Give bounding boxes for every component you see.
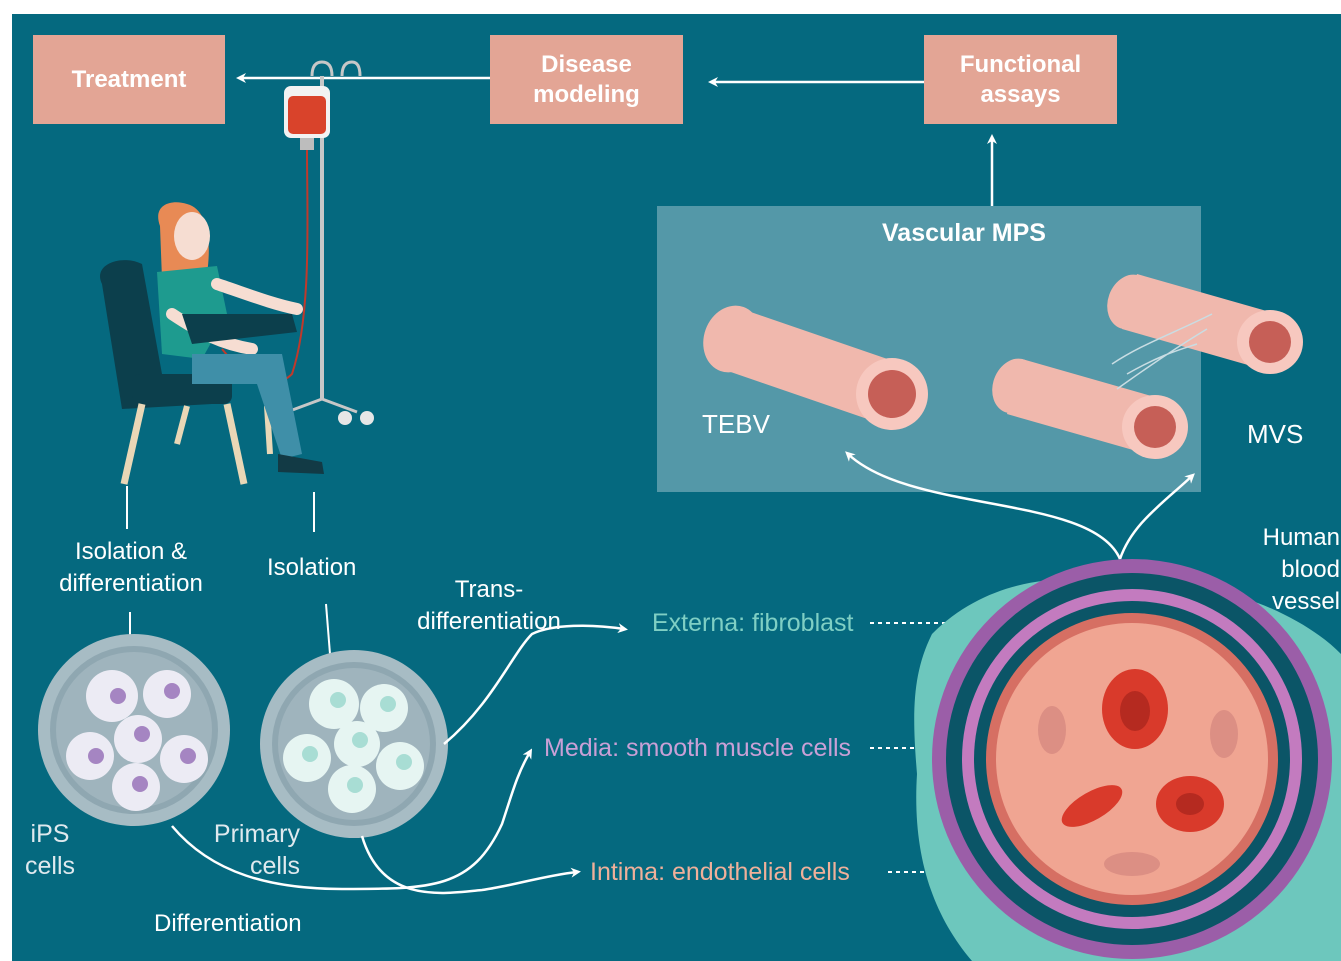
- treatment-box: Treatment: [33, 35, 225, 124]
- disease-modeling-label: Disease modeling: [518, 50, 655, 110]
- primary-cells-dish: [260, 650, 448, 838]
- differentiation-label: Differentiation: [154, 908, 302, 940]
- treatment-label: Treatment: [72, 65, 187, 95]
- patient-illustration: [100, 202, 324, 484]
- intima-label: Intima: endothelial cells: [590, 856, 850, 888]
- ips-cells-label: iPS cells: [20, 818, 80, 882]
- ips-cells-dish: [38, 634, 230, 826]
- isolation-differentiation-label: Isolation & differentiation: [46, 536, 216, 600]
- arrow-to-intima: [362, 836, 577, 893]
- mvs-label: MVS: [1247, 418, 1303, 450]
- media-label: Media: smooth muscle cells: [544, 732, 851, 764]
- primary-cells-label: Primary cells: [200, 818, 300, 882]
- tebv-label: TEBV: [702, 408, 770, 440]
- isolation-label: Isolation: [267, 552, 356, 584]
- disease-modeling-box: Disease modeling: [490, 35, 683, 124]
- arrow-to-externa: [444, 626, 624, 744]
- diagram-canvas: Treatment Disease modeling Functional as…: [12, 14, 1341, 961]
- human-blood-vessel-label: Human blood vessel: [1250, 522, 1340, 618]
- externa-label: Externa: fibroblast: [652, 607, 854, 639]
- functional-assays-box: Functional assays: [924, 35, 1117, 124]
- blood-vessel-cross-section: [914, 559, 1341, 961]
- trans-differentiation-label: Trans- differentiation: [404, 574, 574, 638]
- functional-assays-label: Functional assays: [948, 50, 1093, 110]
- vascular-mps-title: Vascular MPS: [882, 217, 1046, 249]
